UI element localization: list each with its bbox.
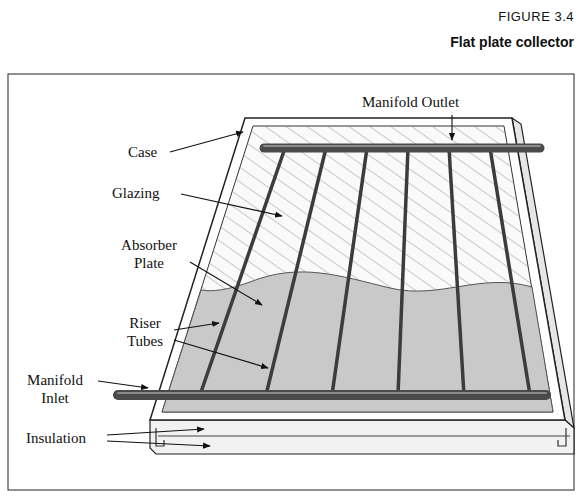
part-label: Riser Tubes	[118, 314, 172, 350]
part-label: Insulation	[26, 429, 86, 447]
riser-tubes	[200, 148, 530, 395]
insulation-layer	[158, 436, 570, 437]
manifold-outlet-pipe	[264, 144, 540, 153]
figure-frame	[8, 74, 574, 490]
pipe-highlight	[264, 145, 540, 147]
figure-title: Flat plate collector	[450, 34, 574, 50]
case-inner-wall	[162, 126, 553, 412]
part-label: Case	[128, 143, 157, 161]
case-lip	[558, 428, 566, 446]
part-label: Manifold Outlet	[362, 93, 459, 111]
part-label: Absorber Plate	[112, 236, 186, 272]
case-rim	[150, 118, 565, 420]
manifold-inlet-pipe	[118, 390, 546, 400]
part-label: Manifold Inlet	[14, 371, 96, 407]
part-label: Glazing	[112, 184, 159, 202]
pipe-highlight	[118, 392, 546, 394]
figure-number: FIGURE 3.4	[498, 9, 574, 24]
case-front	[150, 420, 574, 454]
leader-lines	[98, 115, 452, 446]
